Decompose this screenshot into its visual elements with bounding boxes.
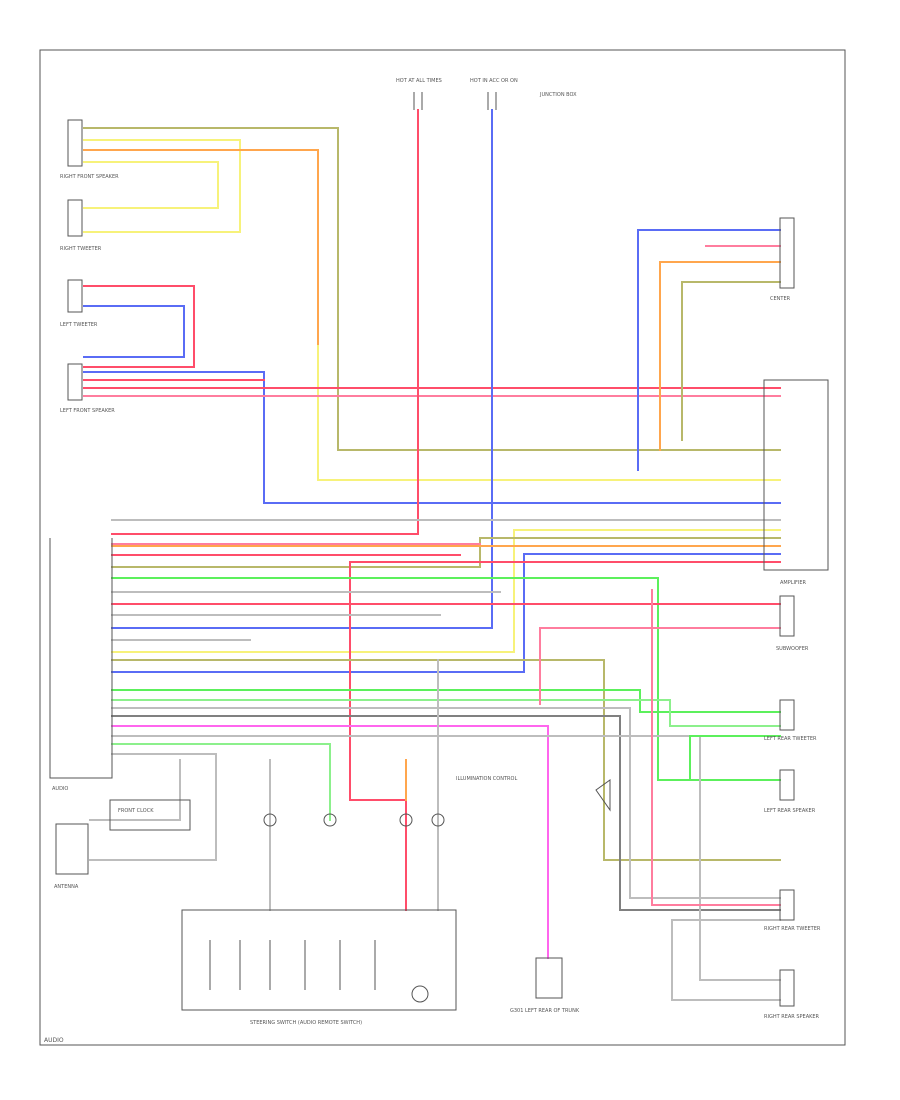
- switch-contacts: [209, 940, 376, 990]
- wire-lightgreen-bus: [111, 699, 781, 727]
- label-rr-tweeter: RIGHT REAR TWEETER: [764, 926, 821, 932]
- fuse-2: [487, 92, 497, 110]
- switch-lamp-2: [323, 813, 337, 827]
- label-lf-tweeter: LEFT TWEETER: [60, 322, 98, 328]
- label-rr-speaker: RIGHT REAR SPEAKER: [764, 1014, 820, 1020]
- subwoofer-body: [779, 595, 795, 637]
- label-radio: AUDIO: [52, 786, 68, 792]
- fuse-1: [413, 92, 423, 110]
- radio-body: [49, 538, 113, 779]
- label-lf-speaker: LEFT FRONT SPEAKER: [60, 408, 115, 414]
- wire-lightgreen-switch: [111, 743, 331, 821]
- wire-olive-amp: [111, 537, 781, 568]
- wire-olive-center: [681, 281, 781, 441]
- wire-blue-amp: [111, 553, 781, 673]
- wire-olive-rf-speaker: [83, 127, 781, 451]
- wire-yellow-rf-speaker: [83, 139, 241, 233]
- label-group: RIGHT FRONT SPEAKER RIGHT TWEETER LEFT T…: [44, 78, 821, 1044]
- label-fuse-1: HOT AT ALL TIMES: [396, 78, 442, 84]
- rf-speaker-body: [67, 119, 83, 167]
- wire-red-fuse-feed: [111, 109, 419, 535]
- lf-tweeter-body: [67, 279, 83, 313]
- switch-lamp-3: [399, 813, 413, 827]
- rr-tweeter-body: [779, 889, 795, 921]
- wire-yellow-tweeter: [317, 345, 781, 481]
- label-subwoofer: SUBWOOFER: [776, 646, 809, 652]
- wire-gray-bus-5: [111, 735, 781, 981]
- wire-orange-rf-speaker: [83, 149, 319, 347]
- switch-lamp-5: [411, 985, 429, 1003]
- label-amplifier: AMPLIFIER: [780, 580, 807, 586]
- wire-gray-rr: [671, 919, 781, 1001]
- wire-gray-front-clock: [89, 759, 181, 821]
- wire-yellow-rf-speaker-2: [83, 161, 219, 209]
- wire-group: [83, 109, 781, 1001]
- wire-blue-lf-speaker: [83, 371, 781, 504]
- lf-speaker-body: [67, 363, 83, 401]
- wire-blue-center: [637, 229, 781, 471]
- antenna-body: [55, 823, 89, 875]
- wire-green-lr: [689, 735, 781, 781]
- wire-olive-bus: [111, 659, 781, 861]
- wire-blue-lf-tweeter: [83, 305, 185, 358]
- center-speaker-body: [779, 217, 795, 289]
- wire-magenta-bus: [111, 725, 549, 959]
- label-front-clock: FRONT CLOCK: [118, 808, 154, 814]
- diagram-frame: [39, 49, 846, 1046]
- wire-red-rr: [651, 589, 781, 906]
- wire-red-amp: [349, 561, 781, 743]
- footer-ref: AUDIO: [44, 1037, 64, 1044]
- lr-speaker-body: [779, 769, 795, 801]
- label-antenna: ANTENNA: [54, 884, 79, 890]
- wire-green-bus: [111, 577, 781, 781]
- switch-lamp-1: [263, 813, 277, 827]
- wire-gray-switch: [89, 753, 217, 861]
- wire-red-lf-tweeter: [83, 285, 195, 368]
- clock-connector: [595, 779, 611, 812]
- label-lr-tweeter: LEFT REAR TWEETER: [764, 736, 817, 742]
- label-junction-box: JUNCTION BOX: [539, 92, 577, 98]
- ground-body: [535, 957, 563, 999]
- wire-dark-bus: [111, 715, 781, 911]
- label-rf-speaker: RIGHT FRONT SPEAKER: [60, 174, 119, 180]
- rf-tweeter-body: [67, 199, 83, 237]
- rr-speaker-body: [779, 969, 795, 1007]
- wire-orange-center: [659, 261, 781, 451]
- front-clock-body: [109, 799, 191, 831]
- lr-tweeter-body: [779, 699, 795, 731]
- label-center: CENTER: [770, 296, 791, 302]
- wire-red-switch: [349, 741, 407, 911]
- wire-blue-fuse-feed: [111, 109, 493, 629]
- switch-lamp-4: [431, 813, 445, 827]
- steering-switch-body: [181, 909, 457, 1011]
- label-rf-tweeter: RIGHT TWEETER: [60, 246, 102, 252]
- label-lr-speaker: LEFT REAR SPEAKER: [764, 808, 816, 814]
- label-illumination: ILLUMINATION CONTROL: [456, 776, 517, 782]
- amplifier-body: [763, 379, 829, 571]
- wire-yellow-amp: [111, 529, 781, 653]
- label-ground: G301 LEFT REAR OF TRUNK: [510, 1008, 580, 1014]
- label-fuse-2: HOT IN ACC OR ON: [470, 78, 518, 84]
- component-group: [49, 92, 829, 1011]
- label-steering-switch: STEERING SWITCH (AUDIO REMOTE SWITCH): [250, 1020, 362, 1026]
- wire-gray-bus-4: [111, 707, 781, 899]
